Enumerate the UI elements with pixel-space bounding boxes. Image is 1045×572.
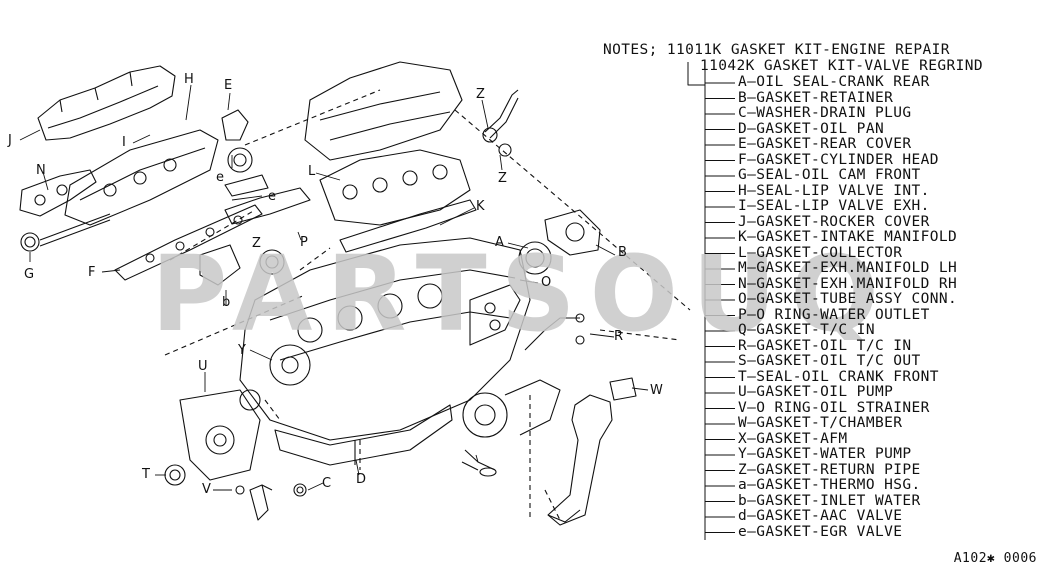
legend-item: M—GASKET-EXH.MANIFOLD LH — [738, 260, 958, 276]
legend-item: B—GASKET-RETAINER — [738, 89, 894, 106]
callout-C: C — [322, 476, 332, 491]
legend-item: S—GASKET-OIL T/C OUT — [738, 353, 921, 369]
callout-T: T — [142, 467, 150, 482]
legend-item: H—SEAL-LIP VALVE INT. — [738, 182, 930, 199]
callout-K: K — [476, 199, 485, 214]
callout-J: J — [8, 133, 12, 148]
turbocharger-shape — [462, 392, 508, 438]
callout-U: U — [198, 359, 208, 374]
callout-G: G — [24, 267, 35, 282]
legend-item: A—OIL SEAL-CRANK REAR — [738, 74, 930, 90]
cam-seal-shape — [20, 232, 40, 252]
rear-oil-seal-shape — [518, 241, 552, 275]
legend-item: R—GASKET-OIL T/C IN — [738, 337, 912, 354]
intake-collector-shape — [304, 61, 463, 161]
callout-L: L — [308, 164, 316, 179]
callout-B: B — [618, 245, 627, 260]
legend-item: X—GASKET-AFM — [738, 430, 848, 447]
callout-e2: e — [268, 189, 276, 204]
rocker-cover-shape — [37, 65, 176, 141]
legend-item: Q—GASKET-T/C IN — [738, 322, 875, 338]
cylinder-head-left-shape — [64, 129, 219, 226]
engine-block-shape — [239, 237, 531, 441]
turbo-chamber-pipe-shape — [547, 394, 613, 526]
callout-R: R — [614, 329, 624, 344]
callout-E: E — [224, 78, 233, 93]
legend-item: b—GASKET-INLET WATER — [738, 492, 921, 509]
callout-P: P — [300, 235, 308, 250]
intake-manifold-shape — [319, 149, 471, 226]
legend-item: N—GASKET-EXH.MANIFOLD RH — [738, 275, 958, 292]
callout-V: V — [202, 482, 211, 497]
legend-item: I—SEAL-LIP VALVE EXH. — [738, 198, 930, 214]
legend-item: W—GASKET-T/CHAMBER — [738, 415, 903, 431]
callout-O: O — [541, 275, 552, 290]
callout-Z1: Z — [476, 87, 485, 102]
callout-A: A — [495, 235, 504, 250]
notes-header: NOTES; 11011K GASKET KIT-ENGINE REPAIR — [603, 42, 950, 58]
legend-item: O—GASKET-TUBE ASSY CONN. — [738, 291, 958, 307]
legend-item: C—WASHER-DRAIN PLUG — [738, 105, 912, 121]
legend-item: U—GASKET-OIL PUMP — [738, 384, 894, 400]
legend-item: T—SEAL-OIL CRANK FRONT — [738, 368, 939, 385]
legend-item: Y—GASKET-WATER PUMP — [738, 446, 912, 462]
legend-item: D—GASKET-OIL PAN — [738, 120, 885, 137]
diagram-reference-code: A102✱ 0006 — [953, 551, 1037, 566]
legend-item: F—GASKET-CYLINDER HEAD — [738, 151, 939, 168]
callout-H: H — [184, 72, 194, 87]
callout-e1: e — [216, 170, 224, 185]
legend-item: K—GASKET-INTAKE MANIFOLD — [738, 229, 958, 245]
water-pump-shape — [269, 344, 311, 386]
oil-pump-shape — [179, 389, 261, 481]
legend-item: V—O RING-OIL STRAINER — [738, 399, 930, 416]
callout-Z2: Z — [498, 171, 507, 186]
callout-D: D — [356, 472, 367, 487]
legend-tick-marks — [705, 82, 735, 533]
legend-item: L—GASKET-COLLECTOR — [738, 244, 903, 261]
notes-subheader: 11042K GASKET KIT-VALVE REGRIND — [700, 58, 984, 74]
callout-Z3: Z — [252, 236, 261, 251]
legend-item: G—SEAL-OIL CAM FRONT — [738, 167, 921, 183]
legend-item: d—GASKET-AAC VALVE — [738, 508, 903, 524]
head-gasket-shape — [114, 204, 263, 281]
legend-item: J—GASKET-ROCKER COVER — [738, 213, 930, 230]
legend-item: E—GASKET-REAR COVER — [738, 136, 912, 152]
legend-item: P—O RING-WATER OUTLET — [738, 306, 930, 323]
callout-F: F — [88, 265, 96, 280]
callout-N: N — [36, 163, 46, 178]
callout-b: b — [222, 295, 231, 310]
legend-item: a—GASKET-THERMO HSG. — [738, 477, 921, 493]
callout-I: I — [122, 135, 126, 150]
callout-Y: Y — [238, 343, 246, 358]
callout-W: W — [650, 383, 663, 398]
legend-item: Z—GASKET-RETURN PIPE — [738, 461, 921, 478]
legend-item: e—GASKET-EGR VALVE — [738, 523, 903, 540]
oil-pan-shape — [274, 404, 453, 466]
